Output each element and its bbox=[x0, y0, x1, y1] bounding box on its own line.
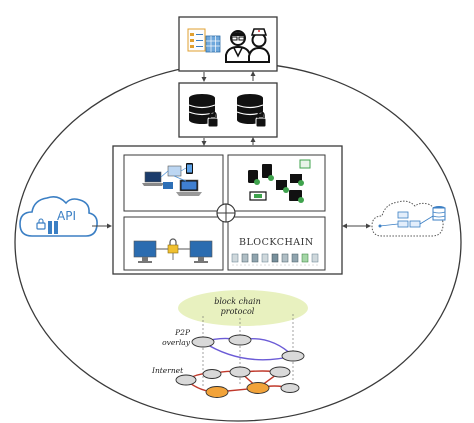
secure-transfer-icon bbox=[133, 238, 213, 263]
api-cloud-icon bbox=[19, 196, 98, 237]
internet-label: Internet bbox=[152, 366, 184, 375]
p2p-node bbox=[281, 350, 305, 362]
network-layers bbox=[175, 290, 308, 398]
nurse-icon bbox=[248, 28, 270, 63]
database-box bbox=[178, 82, 278, 138]
internet-node bbox=[269, 366, 291, 378]
protocol-label: block chain protocol bbox=[214, 297, 261, 316]
checklist-icon bbox=[187, 28, 206, 52]
internet-node-active bbox=[246, 382, 270, 394]
computer-network-icon bbox=[142, 163, 202, 196]
internet-node bbox=[229, 366, 251, 378]
internet-node bbox=[280, 383, 300, 393]
blockchain-icons-row bbox=[231, 253, 320, 266]
internet-node bbox=[175, 374, 197, 386]
internet-node-active bbox=[205, 386, 229, 398]
server-cloud-icon bbox=[371, 200, 446, 237]
lock-icon bbox=[255, 111, 267, 128]
users-box bbox=[178, 16, 278, 72]
main-services-box bbox=[112, 145, 343, 275]
p2p-node bbox=[228, 334, 252, 346]
grid-chart-icon bbox=[205, 35, 221, 53]
lock-icon bbox=[207, 111, 219, 128]
internet-node bbox=[202, 369, 222, 379]
p2p-overlay-label: P2P overlay bbox=[162, 328, 190, 347]
blockchain-label: BLOCKCHAIN bbox=[239, 237, 314, 248]
api-label: API bbox=[57, 209, 76, 223]
p2p-node bbox=[191, 336, 215, 348]
blockchain-protocol-layer bbox=[178, 290, 308, 326]
mobile-device-icon bbox=[248, 159, 311, 203]
